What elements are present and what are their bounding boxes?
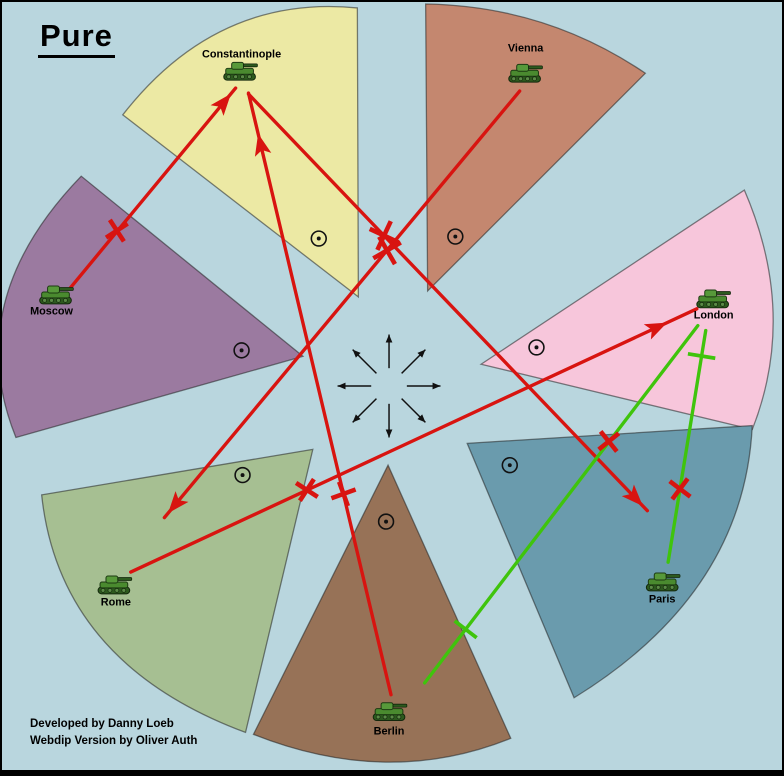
unit-tank-moscow[interactable] — [39, 285, 74, 305]
fail-x-icon-rome-to-london — [294, 477, 319, 502]
map-title: Pure — [38, 18, 115, 58]
supply-center-paris — [501, 456, 518, 474]
compass-arrow-icon — [337, 382, 346, 390]
move-arrowhead-icon — [643, 322, 668, 340]
move-arrowhead-icon — [168, 491, 189, 514]
compass-arrow-icon — [417, 414, 426, 423]
order-vienna-to-rome — [162, 89, 522, 520]
territory-label-rome: Rome — [101, 597, 131, 609]
supply-center-london — [528, 339, 545, 356]
move-arrowhead-icon — [254, 133, 272, 157]
compass-arrow-icon — [352, 349, 361, 358]
order-constantinople-to-paris — [246, 92, 650, 513]
unit-tank-vienna[interactable] — [508, 63, 543, 83]
territory-moscow[interactable] — [2, 175, 305, 439]
fail-x-icon-london-supports-berlin-hold — [597, 429, 621, 453]
credits: Developed by Danny Loeb Webdip Version b… — [30, 716, 197, 749]
supply-center-constantinople — [310, 230, 327, 247]
order-rome-to-london — [129, 307, 699, 574]
compass-arrow-icon — [385, 334, 393, 343]
credit-line-2: Webdip Version by Oliver Auth — [30, 734, 198, 747]
order-london-supports-berlin-hold — [422, 323, 700, 685]
territory-rome[interactable] — [40, 448, 314, 734]
territory-paris[interactable] — [466, 424, 753, 699]
support-hold-bar-icon — [453, 619, 478, 640]
supply-center-vienna — [447, 228, 464, 245]
fail-x-icon-moscow-to-constantinople — [104, 218, 129, 243]
compass-arrow-icon — [417, 349, 426, 358]
territory-label-vienna: Vienna — [508, 42, 544, 54]
order-moscow-to-constantinople — [67, 86, 238, 291]
order-paris-supports-london-hold — [666, 328, 716, 564]
compass-arrow-icon — [352, 414, 361, 423]
supply-center-moscow — [233, 342, 250, 359]
unit-tank-berlin[interactable] — [372, 702, 408, 722]
adjacency-compass — [337, 334, 441, 438]
supply-center-berlin — [377, 513, 395, 530]
fail-x-icon-paris-supports-london-hold — [668, 477, 692, 501]
supply-center-rome — [234, 466, 251, 484]
fail-x-icon-berlin-to-constantinople — [330, 481, 357, 507]
territory-label-paris: Paris — [649, 594, 676, 606]
territory-constantinople[interactable] — [121, 5, 359, 299]
unit-tank-constantinople[interactable] — [223, 61, 258, 81]
unit-tank-rome[interactable] — [97, 575, 133, 595]
move-arrowhead-icon — [210, 93, 231, 116]
credit-line-1: Developed by Danny Loeb — [30, 718, 174, 730]
fail-x-icon-constantinople-to-paris — [368, 220, 400, 251]
compass-arrow-icon — [385, 429, 393, 438]
order-berlin-to-constantinople — [246, 91, 393, 697]
territory-label-berlin: Berlin — [374, 725, 405, 737]
territory-label-london: London — [694, 310, 734, 322]
move-arrowhead-icon — [621, 484, 643, 507]
territory-label-moscow: Moscow — [30, 306, 73, 318]
unit-tank-paris[interactable] — [645, 572, 681, 592]
territory-vienna[interactable] — [425, 3, 647, 293]
territory-label-constantinople: Constantinople — [202, 48, 281, 60]
support-hold-bar-icon — [687, 351, 716, 361]
compass-arrow-icon — [432, 382, 441, 390]
unit-tank-london[interactable] — [696, 289, 731, 309]
territory-berlin[interactable] — [252, 463, 512, 763]
